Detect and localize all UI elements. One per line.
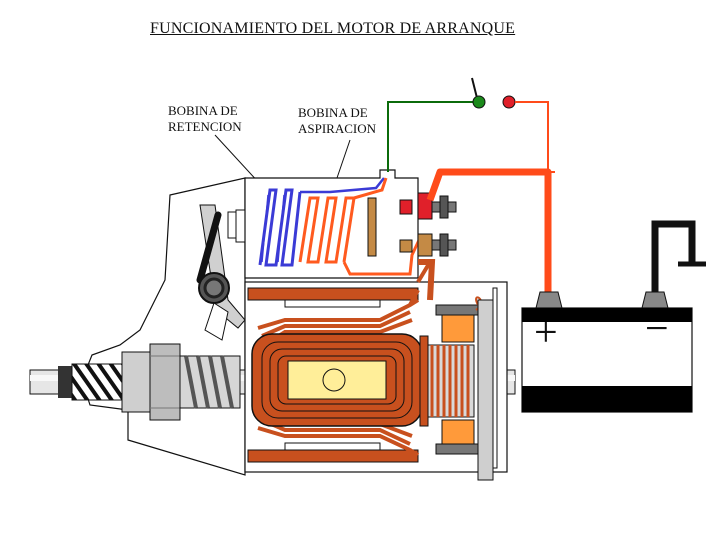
ground-cable (651, 220, 696, 292)
switch-contact-green (472, 95, 486, 109)
label-bobina-aspiracion-line2: ASPIRACION (298, 121, 377, 136)
switch-contact-red (502, 95, 516, 109)
pull-in-coil (298, 177, 422, 276)
motor-feed-cable (418, 259, 436, 301)
battery (521, 291, 693, 413)
armature-center-hole (322, 368, 346, 392)
main-terminal-battery (399, 192, 457, 220)
label-bobina-retencion-line2: RETENCION (168, 119, 242, 134)
pole-shoe-bottom (284, 442, 381, 451)
label-bobina-aspiracion: BOBINA DE ASPIRACION (298, 105, 376, 137)
rear-end-plate (477, 299, 494, 481)
shaft-collar (58, 366, 72, 398)
switch-to-battery-wire (515, 101, 555, 173)
commutator (427, 344, 475, 418)
control-wire (387, 101, 478, 172)
battery-minus-sign: − (645, 306, 669, 352)
field-frame-bottom (247, 449, 419, 463)
pinion-gear (71, 363, 123, 401)
field-frame-top (247, 287, 419, 301)
battery-terminal-positive (535, 291, 563, 309)
contact-disc (367, 197, 377, 257)
diagram-title: FUNCIONAMIENTO DEL MOTOR DE ARRANQUE (150, 20, 516, 37)
lever-arm (196, 211, 222, 284)
retention-coil (258, 177, 385, 267)
main-terminal-motor (399, 233, 457, 257)
pole-shoe-top (284, 299, 381, 308)
overrunning-clutch (149, 343, 181, 421)
battery-plus-sign: + (534, 310, 558, 356)
label-bobina-aspiracion-line1: BOBINA DE (298, 105, 368, 120)
battery-cable-positive (426, 168, 552, 292)
label-bobina-retencion-line1: BOBINA DE (168, 103, 238, 118)
brush-bottom (441, 419, 475, 449)
label-bobina-retencion: BOBINA DE RETENCION (168, 103, 242, 135)
clutch-ring (121, 351, 151, 413)
